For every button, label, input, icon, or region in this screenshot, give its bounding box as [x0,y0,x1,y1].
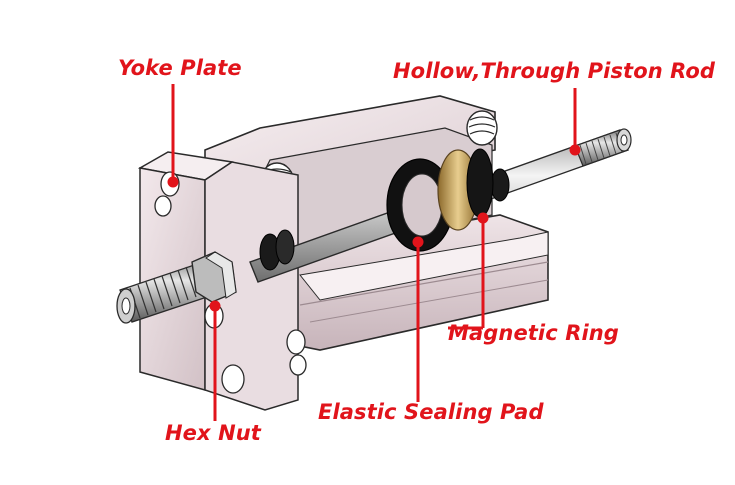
callout-dot-magnetic-ring [477,212,489,224]
hex-nut [191,251,237,303]
callout-lines [167,84,581,421]
label-magnetic-ring: Magnetic Ring [448,321,619,345]
label-elastic-sealing-pad: Elastic Sealing Pad [318,400,544,424]
callout-dot-piston-rod [569,144,581,156]
body-edge-line [299,261,549,306]
piston-assembly [386,148,494,252]
yoke-plate [137,151,307,411]
rod-bore-right [620,134,628,146]
yoke-plate-hole [221,364,245,394]
threaded-bore-right [466,110,498,146]
sealing-pad-inner [401,173,443,237]
magnetic-ring-seal [466,148,494,218]
yoke-plate-hole [289,354,307,376]
label-piston-rod: Hollow,Through Piston Rod [393,59,716,83]
label-hex-nut: Hex Nut [165,421,261,445]
yoke-plate-hole [286,329,306,355]
yoke-plate-front [204,161,299,411]
body-edge-line [309,279,549,323]
callout-dot-sealing-pad [412,236,424,248]
label-yoke-plate: Yoke Plate [118,56,242,80]
rod-seal-left [259,168,510,271]
callout-dot-yoke-plate [167,176,179,188]
yoke-plate-hole [154,195,172,217]
callout-dot-hex-nut [209,300,221,312]
rod-thread-right [574,129,629,167]
rod-thread-lines [579,132,623,165]
